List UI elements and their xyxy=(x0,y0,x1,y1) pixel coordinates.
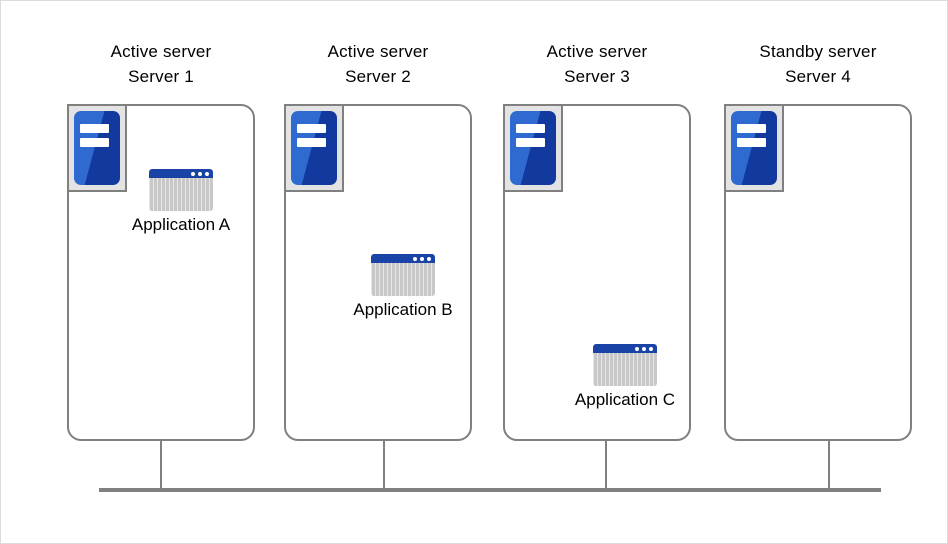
server-bar-bottom xyxy=(737,137,766,147)
network-stem-1 xyxy=(160,441,162,490)
server-name-3: Server 3 xyxy=(564,67,630,86)
server-icon xyxy=(503,104,563,192)
window-titlebar xyxy=(593,344,657,353)
server-role-3: Active server xyxy=(546,42,648,61)
application-a-label: Application A xyxy=(131,215,231,234)
application-window-icon xyxy=(593,344,657,386)
application-b-label: Application B xyxy=(353,300,453,319)
server-name-4: Server 4 xyxy=(785,67,851,86)
server-header-2: Active server Server 2 xyxy=(284,39,472,89)
server-chassis xyxy=(510,111,556,185)
window-titlebar xyxy=(371,254,435,263)
application-window-icon xyxy=(371,254,435,296)
server-bar-top xyxy=(737,123,766,133)
server-role-1: Active server xyxy=(110,42,212,61)
application-b[interactable]: Application B xyxy=(353,254,453,321)
server-chassis xyxy=(291,111,337,185)
server-bar-top xyxy=(297,123,326,133)
server-role-4: Standby server xyxy=(759,42,877,61)
server-chassis xyxy=(74,111,120,185)
server-chassis xyxy=(731,111,777,185)
server-header-3: Active server Server 3 xyxy=(503,39,691,89)
server-bar-bottom xyxy=(80,137,109,147)
application-c[interactable]: Application C xyxy=(575,344,675,411)
server-icon xyxy=(67,104,127,192)
server-role-2: Active server xyxy=(327,42,429,61)
application-window-icon xyxy=(149,169,213,211)
server-bar-bottom xyxy=(297,137,326,147)
window-dots xyxy=(413,256,431,261)
network-bus xyxy=(99,488,881,492)
server-name-2: Server 2 xyxy=(345,67,411,86)
server-icon xyxy=(284,104,344,192)
network-stem-4 xyxy=(828,441,830,490)
network-stem-2 xyxy=(383,441,385,490)
network-stem-3 xyxy=(605,441,607,490)
application-a[interactable]: Application A xyxy=(132,169,230,236)
server-bar-top xyxy=(516,123,545,133)
server-bar-bottom xyxy=(516,137,545,147)
server-bar-top xyxy=(80,123,109,133)
server-header-4: Standby server Server 4 xyxy=(724,39,912,89)
application-c-label: Application C xyxy=(574,390,676,409)
window-dots xyxy=(191,171,209,176)
server-icon xyxy=(724,104,784,192)
window-titlebar xyxy=(149,169,213,178)
server-name-1: Server 1 xyxy=(128,67,194,86)
window-dots xyxy=(635,346,653,351)
server-header-1: Active server Server 1 xyxy=(67,39,255,89)
